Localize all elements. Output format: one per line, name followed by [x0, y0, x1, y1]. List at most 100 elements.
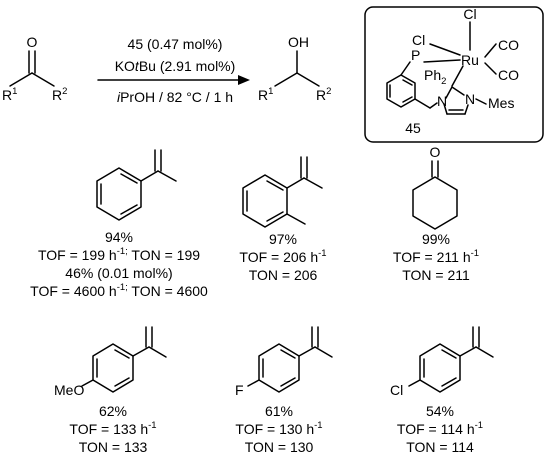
- n-mes-bond: [475, 98, 487, 105]
- carbonyl-ligand-label: CO: [498, 67, 519, 83]
- substituent-label: F: [235, 382, 244, 398]
- ru-p-bond: [423, 59, 461, 63]
- ru-co-bond: [484, 62, 497, 75]
- nitrogen-label: N: [465, 91, 475, 107]
- nhc-bond: [451, 86, 465, 96]
- r2-label: R2: [316, 86, 331, 103]
- oxygen-label: O: [430, 144, 441, 160]
- ton: TON = 206: [249, 267, 318, 283]
- result-4-methoxyacetophenone: 62% TOF = 133 h-1 TON = 133: [69, 403, 156, 455]
- methyl-bond: [314, 346, 333, 358]
- nhc-bond: [445, 86, 453, 99]
- cyclohexane-ring: [412, 176, 458, 230]
- nhc-bond: [443, 103, 448, 115]
- benzene-ring: [96, 167, 142, 221]
- benzene-ring: [92, 343, 134, 393]
- diphenyl-label: Ph2: [424, 67, 446, 87]
- r1-label: R1: [2, 86, 17, 103]
- yield: 61%: [265, 403, 293, 419]
- aryl-p-bond: [400, 61, 411, 76]
- substrate-cyclohexanone: O: [412, 144, 458, 230]
- substituent-label: MeO: [54, 382, 84, 398]
- ring-carbonyl-bond: [140, 170, 159, 182]
- r2-label: R2: [52, 86, 67, 103]
- ring-carbonyl-bond: [286, 177, 305, 189]
- bond: [274, 72, 298, 87]
- ton: TON = 114: [406, 439, 474, 455]
- mesityl-label: Mes: [488, 95, 514, 111]
- ruthenium-label: Ru: [461, 52, 479, 68]
- benzene-ring: [419, 343, 461, 393]
- yield: 54%: [426, 403, 454, 419]
- ring-carbonyl-bond: [459, 346, 477, 357]
- yield: 97%: [269, 231, 297, 247]
- result-cyclohexanone: 99% TOF = 211 h-1 TON = 211: [393, 231, 479, 283]
- phosphorus-label: P: [411, 47, 420, 63]
- result-2-methylacetophenone: 97% TOF = 206 h-1 TON = 206: [239, 231, 326, 283]
- result-4-chloroacetophenone: 54% TOF = 114 h-1 TON = 114: [397, 403, 483, 455]
- reaction-arrow: 45 (0.47 mol%) KOtBu (2.91 mol%) iPrOH /…: [97, 36, 250, 105]
- methyl-bond: [303, 177, 323, 189]
- bond: [31, 72, 55, 87]
- catalyst-box-border: [364, 6, 544, 143]
- alcohol-product: OH R1 R2: [258, 34, 331, 103]
- chloro-bond: [408, 379, 421, 387]
- r1-label: R1: [258, 86, 273, 103]
- ru-co-bond: [484, 43, 497, 58]
- methyl-bond: [148, 346, 167, 358]
- low-loading-yield: 46% (0.01 mol%): [65, 265, 172, 281]
- aromatic-bond: [266, 211, 284, 222]
- tof-ton: TOF = 199 h-1; TON = 199: [38, 246, 200, 263]
- substrate-2-methylacetophenone: [242, 156, 323, 228]
- bond: [9, 72, 33, 87]
- tof: TOF = 206 h-1: [239, 248, 326, 265]
- ton: TON = 130: [245, 439, 314, 455]
- aromatic-bond: [280, 349, 296, 359]
- ortho-methyl-bond: [286, 213, 306, 225]
- bond: [296, 72, 320, 87]
- solvent-conditions: iPrOH / 82 °C / 1 h: [117, 89, 233, 105]
- fluoro-bond: [247, 379, 260, 387]
- aromatic-bond: [402, 96, 413, 103]
- ton: TON = 133: [79, 439, 148, 455]
- benzene-ring: [242, 174, 288, 228]
- catalyst-loading: 45 (0.47 mol%): [128, 36, 223, 52]
- yield: 62%: [99, 403, 127, 419]
- result-4-fluoroacetophenone: 61% TOF = 130 h-1 TON = 130: [235, 403, 322, 455]
- ring-carbonyl-bond: [132, 346, 150, 357]
- ketone-substrate: O R1 R2: [2, 34, 67, 103]
- methyl-bond: [475, 346, 494, 358]
- nitrogen-label: N: [437, 93, 447, 109]
- ton: TON = 211: [402, 267, 470, 283]
- aromatic-bond: [402, 79, 413, 86]
- aromatic-bond: [266, 180, 284, 191]
- arrow-head: [238, 75, 250, 85]
- benzylic-bond: [414, 98, 431, 109]
- result-acetophenone: 94% TOF = 199 h-1; TON = 199 46% (0.01 m…: [30, 229, 208, 299]
- base-loading: KOtBu (2.91 mol%): [115, 58, 236, 74]
- nhc-bond: [464, 104, 469, 115]
- benzene-ring: [258, 343, 300, 393]
- substrate-4-methoxyacetophenone: MeO: [54, 326, 167, 398]
- aromatic-bond: [441, 377, 457, 387]
- ru-carbene-bond: [451, 65, 464, 87]
- aryl-ring: [386, 74, 416, 108]
- aromatic-bond: [114, 349, 130, 359]
- tof: TOF = 114 h-1: [397, 420, 483, 437]
- substrate-4-chloroacetophenone: Cl: [390, 326, 494, 398]
- tof: TOF = 133 h-1: [69, 420, 156, 437]
- chloride-top-label: Cl: [463, 6, 476, 22]
- aromatic-bond: [441, 349, 457, 359]
- tof: TOF = 211 h-1: [393, 248, 479, 265]
- methoxy-bond: [81, 379, 94, 387]
- aromatic-bond: [120, 204, 138, 215]
- substituent-label: Cl: [390, 382, 403, 398]
- low-loading-tof-ton: TOF = 4600 h-1; TON = 4600: [30, 282, 208, 299]
- carbonyl-ligand-label: CO: [498, 37, 519, 53]
- aromatic-bond: [114, 377, 130, 387]
- catalyst-number: 45: [405, 120, 421, 136]
- aromatic-bond: [280, 377, 296, 387]
- tof: TOF = 130 h-1: [235, 420, 322, 437]
- methyl-bond: [157, 170, 177, 182]
